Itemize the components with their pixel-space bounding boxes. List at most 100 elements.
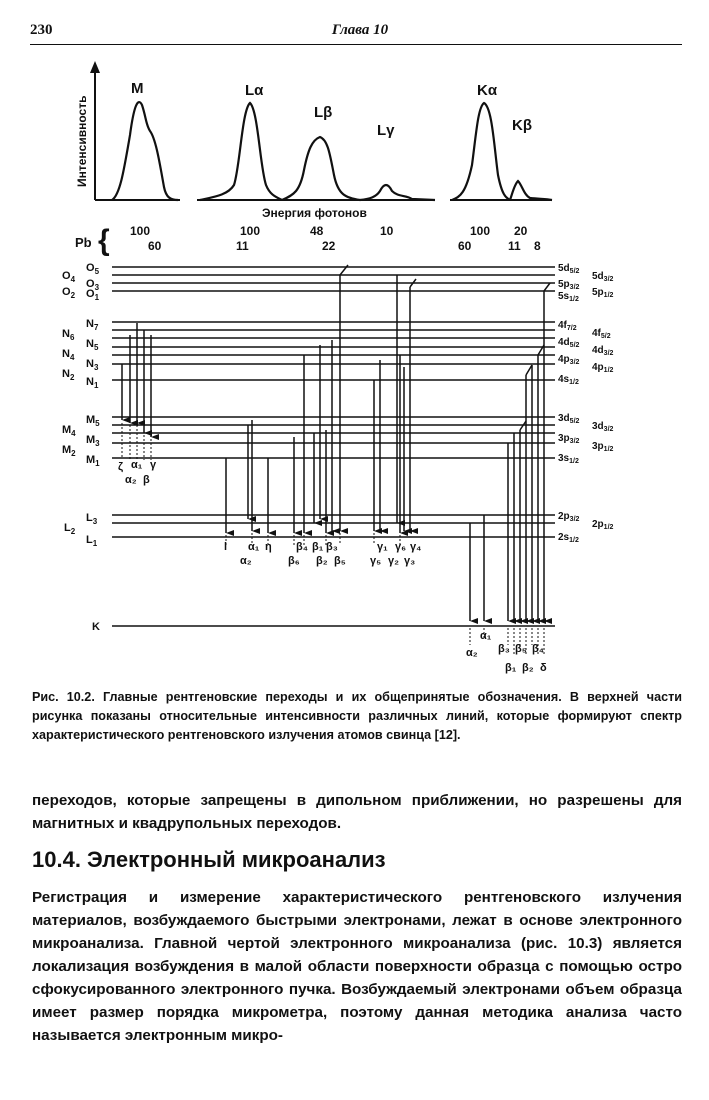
transition-label: α₂ [466, 647, 478, 659]
transition-label: β₃ [326, 541, 338, 553]
intensity-value: 60 [458, 239, 472, 253]
shell-label: O4 [62, 270, 76, 284]
intensity-value: 48 [310, 224, 324, 238]
transition-label: α₁ [248, 541, 260, 553]
peak-label-m: M [131, 80, 144, 97]
spectrum-peaks [111, 100, 553, 202]
k-series-dashes [469, 628, 545, 655]
shell-label: L2 [64, 522, 76, 536]
peak-kb [508, 179, 553, 202]
transition-label: α₁ [131, 459, 143, 471]
orbital-label: 5s1/2 [558, 291, 579, 303]
peak-m [111, 100, 179, 202]
k-series-ticks [519, 282, 551, 431]
orbital-label: 5d5/2 [558, 263, 580, 275]
transition-label: γ₃ [404, 555, 415, 567]
orbital-label: 4s1/2 [558, 374, 579, 386]
transition-label: β₂ [522, 662, 534, 674]
intensity-values: 100 100 48 10 100 20 60 11 22 60 11 8 [130, 224, 541, 253]
intensity-value: 11 [508, 239, 521, 253]
intensity-value: 10 [380, 224, 394, 238]
orbital-label: 5d3/2 [592, 271, 614, 283]
xray-transitions-figure: Интенсивность Энергия фотонов M Lα Lβ Lγ… [62, 61, 614, 674]
page-number: 230 [30, 22, 53, 38]
intensity-value: 60 [148, 239, 162, 253]
body-paragraph-continuation: переходов, которые запрещены в дипольном… [32, 792, 682, 832]
peak-la [199, 101, 283, 202]
shell-label: L3 [86, 512, 98, 526]
transition-label: β₄ [296, 541, 308, 553]
peak-lg [359, 183, 436, 202]
transition-label: β₂ [316, 555, 328, 567]
body-paragraph: Регистрация и измерение характеристическ… [32, 889, 682, 1044]
orbital-label: 2p1/2 [592, 519, 614, 531]
figure-caption: Рис. 10.2. Главные рентгеновские переход… [32, 690, 682, 742]
intensity-value: 11 [236, 239, 249, 253]
shell-label: M4 [62, 424, 76, 438]
running-head: Глава 10 [331, 22, 389, 38]
peak-ka [451, 101, 511, 202]
transition-label: ζ [118, 461, 123, 473]
k-series-labels: α₁ β₃ β₅ β₄ α₂ β₁ β₂ δ [466, 630, 547, 674]
transition-label: γ₄ [410, 541, 421, 553]
shell-label: N5 [86, 338, 99, 352]
shell-label: O2 [62, 286, 76, 300]
peak-lb [281, 135, 361, 202]
transition-label: β [143, 474, 150, 486]
y-axis-label: Интенсивность [75, 96, 89, 187]
transition-label: β₁ [505, 662, 517, 674]
intensity-value: 100 [240, 224, 260, 238]
transition-label: β₁ [312, 541, 324, 553]
orbital-label: 3s1/2 [558, 453, 579, 465]
transition-label: α₂ [240, 555, 252, 567]
intensity-value: 8 [534, 239, 541, 253]
intensity-value: 100 [130, 224, 150, 238]
peak-label-la: Lα [245, 82, 264, 99]
orbital-label: 4f7/2 [558, 320, 577, 332]
intensity-value: 22 [322, 239, 336, 253]
header-rule [30, 44, 682, 45]
transition-label: β₅ [515, 643, 527, 655]
peak-label-ka: Kα [477, 82, 498, 99]
shell-label: O5 [86, 262, 100, 276]
orbital-label: 4p3/2 [558, 354, 580, 366]
shell-label: M2 [62, 444, 76, 458]
shell-label: N4 [62, 348, 75, 362]
transition-label: β₆ [288, 555, 300, 567]
l-series-arrows [225, 275, 418, 536]
transition-label: γ [150, 459, 157, 471]
transition-label: η [265, 541, 272, 553]
shell-label: N1 [86, 376, 99, 390]
orbital-label: 5p3/2 [558, 279, 580, 291]
transition-label: γ₁ [377, 541, 388, 553]
x-axis-label: Энергия фотонов [262, 206, 367, 220]
shell-label: M3 [86, 434, 100, 448]
shell-label: N2 [62, 368, 75, 382]
transition-label: β₅ [334, 555, 346, 567]
shell-label: L1 [86, 534, 98, 548]
orbital-labels-right: 5d5/2 5d3/2 5p3/2 5p1/2 5s1/2 4f7/2 4f5/… [558, 263, 614, 544]
m-series-arrows [121, 323, 159, 440]
orbital-label: 4f5/2 [592, 328, 611, 340]
orbital-label: 5p1/2 [592, 287, 614, 299]
element-label: Pb [75, 235, 92, 250]
l-series-ticks [339, 264, 417, 288]
peak-label-kb: Kβ [512, 117, 532, 134]
transition-label: α₁ [480, 630, 492, 642]
l-series-dashes [225, 533, 401, 545]
element-brace: { [98, 224, 110, 257]
energy-levels [112, 266, 555, 627]
intensity-value: 100 [470, 224, 490, 238]
l-series-labels: l α₁ η β₄ β₁ β₃ γ₁ γ₆ γ₄ α₂ β₆ β₂ β₅ γ₅ … [224, 541, 421, 567]
orbital-label: 2p3/2 [558, 511, 580, 523]
orbital-label: 3d5/2 [558, 413, 580, 425]
shell-labels-left: O5 O4 O3 O2 O1 N7 N6 N5 N4 N3 N2 N1 M5 M… [62, 262, 100, 633]
m-series-labels: ζ α₁ α₂ β γ [118, 459, 157, 486]
transition-label: δ [540, 662, 547, 674]
transition-label: α₂ [125, 474, 137, 486]
orbital-label: 4d5/2 [558, 337, 580, 349]
orbital-label: 3p1/2 [592, 441, 614, 453]
shell-label: N3 [86, 358, 99, 372]
shell-label: N7 [86, 318, 99, 332]
transition-label: β₃ [498, 643, 510, 655]
